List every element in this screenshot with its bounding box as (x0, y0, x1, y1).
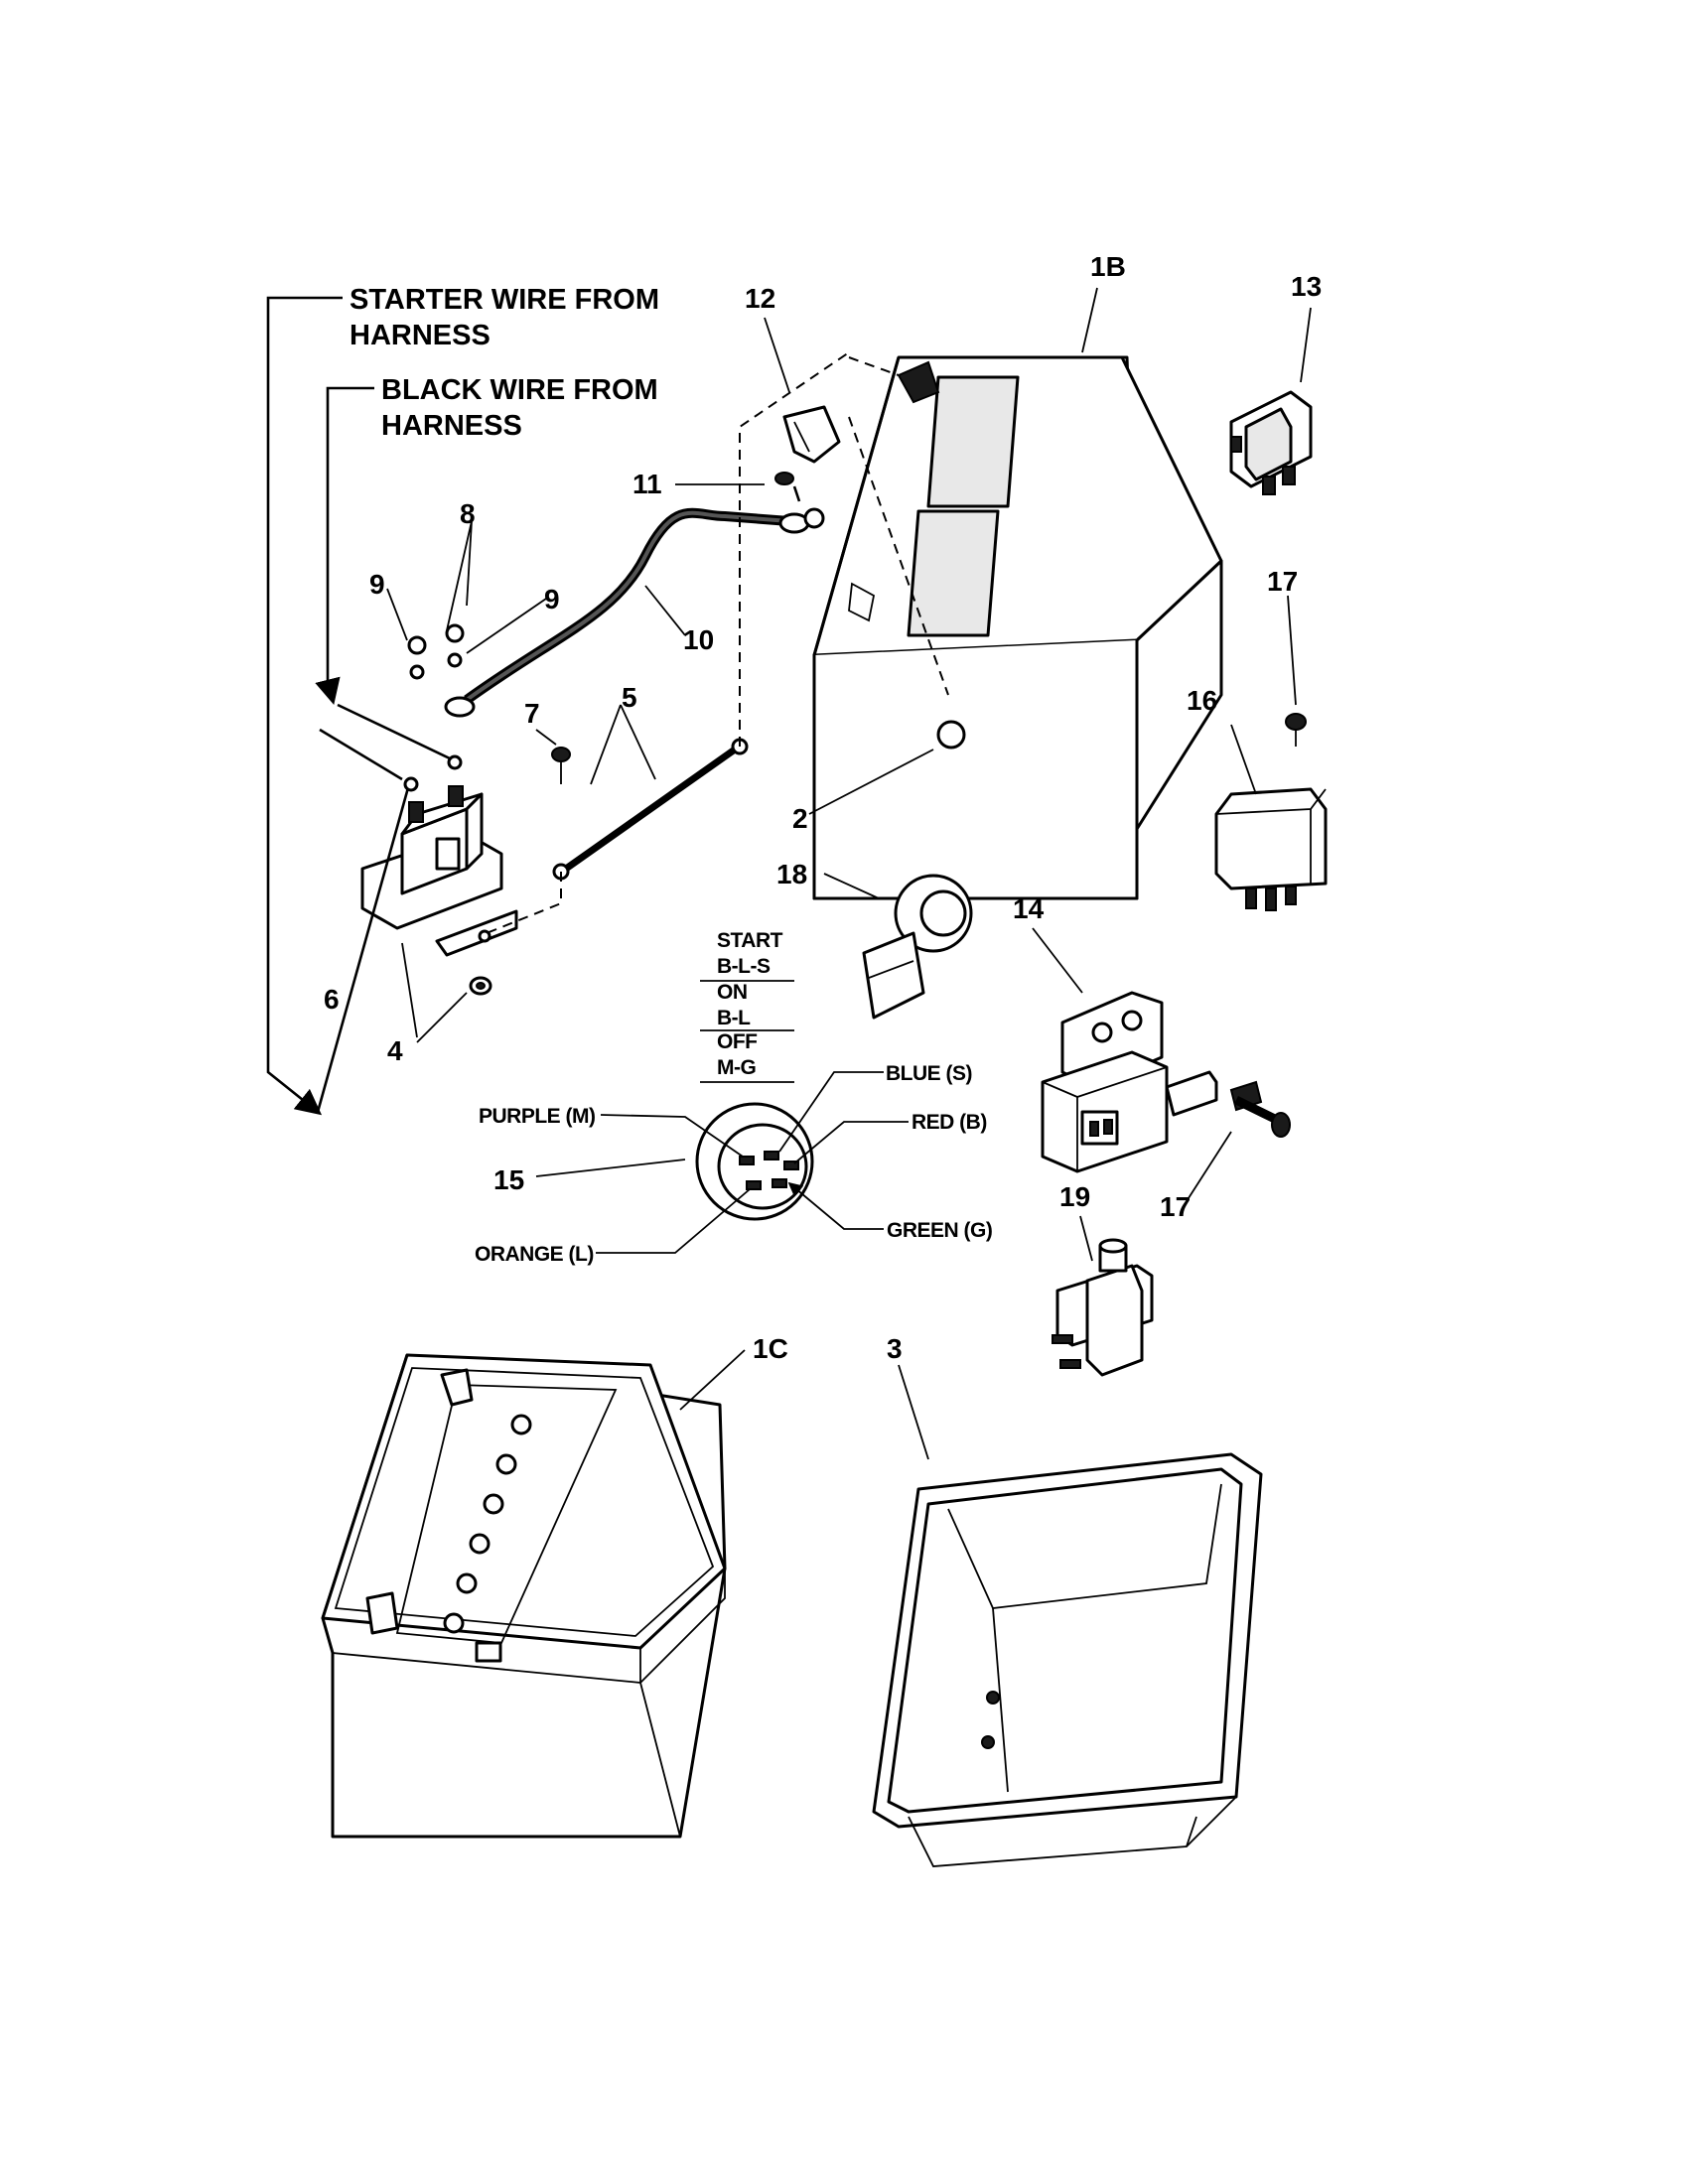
black-wire-label-line2: HARNESS (381, 410, 522, 442)
callout-10: 10 (683, 624, 714, 655)
wire-label-purple: PURPLE (M) (479, 1105, 596, 1128)
callout-5: 5 (622, 682, 637, 713)
table-row-on: ON (717, 981, 748, 1004)
callout-9b: 9 (544, 584, 560, 614)
callout-8: 8 (460, 498, 476, 529)
table-row-mg: M-G (717, 1056, 756, 1079)
starter-wire-label-line2: HARNESS (350, 320, 491, 351)
callout-6: 6 (324, 984, 340, 1015)
plunger-switch-19 (1052, 1238, 1154, 1377)
black-wire-label-group: BLACK WIRE FROM HARNESS (315, 374, 658, 706)
seat-switch-14 (1041, 991, 1218, 1173)
wire-label-blue: BLUE (S) (886, 1062, 972, 1085)
callout-11: 11 (632, 469, 662, 499)
callout-19: 19 (1059, 1181, 1090, 1212)
screw-17-top (1285, 713, 1307, 747)
black-wire-label-line1: BLACK WIRE FROM (381, 374, 658, 406)
solenoid (360, 785, 518, 957)
switch-position-table: START B-L-S ON B-L OFF M-G (700, 929, 794, 1083)
callout-17a: 17 (1267, 566, 1298, 597)
leader-lines (386, 287, 1312, 1460)
callout-3: 3 (887, 1333, 903, 1364)
table-row-off: OFF (717, 1030, 758, 1053)
harness-wires (316, 703, 463, 1113)
callout-numbers: 1B 13 12 11 8 9 9 10 5 7 2 17 16 18 14 6… (324, 251, 1322, 1364)
bolt-11 (774, 472, 825, 529)
callout-17b: 17 (1160, 1191, 1191, 1222)
callout-2: 2 (792, 803, 808, 834)
wire-label-red: RED (B) (912, 1111, 987, 1134)
wire-color-leaders (596, 1071, 909, 1254)
relay-16 (1214, 787, 1328, 911)
callout-13: 13 (1291, 271, 1322, 302)
table-row-bl: B-L (717, 1007, 751, 1029)
ignition-switch-15 (695, 1102, 814, 1221)
negative-cable (486, 351, 850, 934)
terminal-cover-12 (782, 405, 841, 464)
wire-label-orange: ORANGE (L) (475, 1243, 594, 1266)
callout-16: 16 (1187, 685, 1217, 716)
callout-7: 7 (524, 698, 540, 729)
callout-14: 14 (1013, 893, 1045, 924)
callout-1c: 1C (753, 1333, 788, 1364)
battery-tray-3 (872, 1452, 1263, 1867)
nut-4 (469, 976, 492, 996)
callout-4: 4 (387, 1035, 403, 1066)
screw-17-lower (1229, 1080, 1291, 1138)
callout-18: 18 (776, 859, 807, 889)
bolt-7 (551, 747, 571, 784)
starter-wire-label-group: STARTER WIRE FROM HARNESS (266, 284, 659, 1116)
nuts-washers (407, 623, 465, 680)
callout-12: 12 (745, 283, 775, 314)
battery-1c (321, 1353, 727, 1839)
table-row-start: START (717, 929, 783, 952)
switch-13 (1229, 390, 1313, 495)
callout-9a: 9 (369, 569, 385, 600)
callout-1b: 1B (1090, 251, 1126, 282)
key-switch-18 (862, 874, 973, 1020)
wire-label-green: GREEN (G) (887, 1219, 992, 1242)
callout-15: 15 (493, 1164, 524, 1195)
battery-1b (812, 355, 1223, 900)
starter-wire-label-line1: STARTER WIRE FROM (350, 284, 659, 316)
table-row-bls: B-L-S (717, 955, 771, 978)
